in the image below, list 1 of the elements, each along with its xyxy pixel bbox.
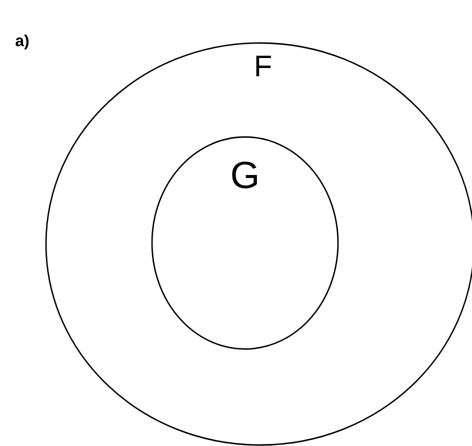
panel-label: a) xyxy=(16,34,29,50)
